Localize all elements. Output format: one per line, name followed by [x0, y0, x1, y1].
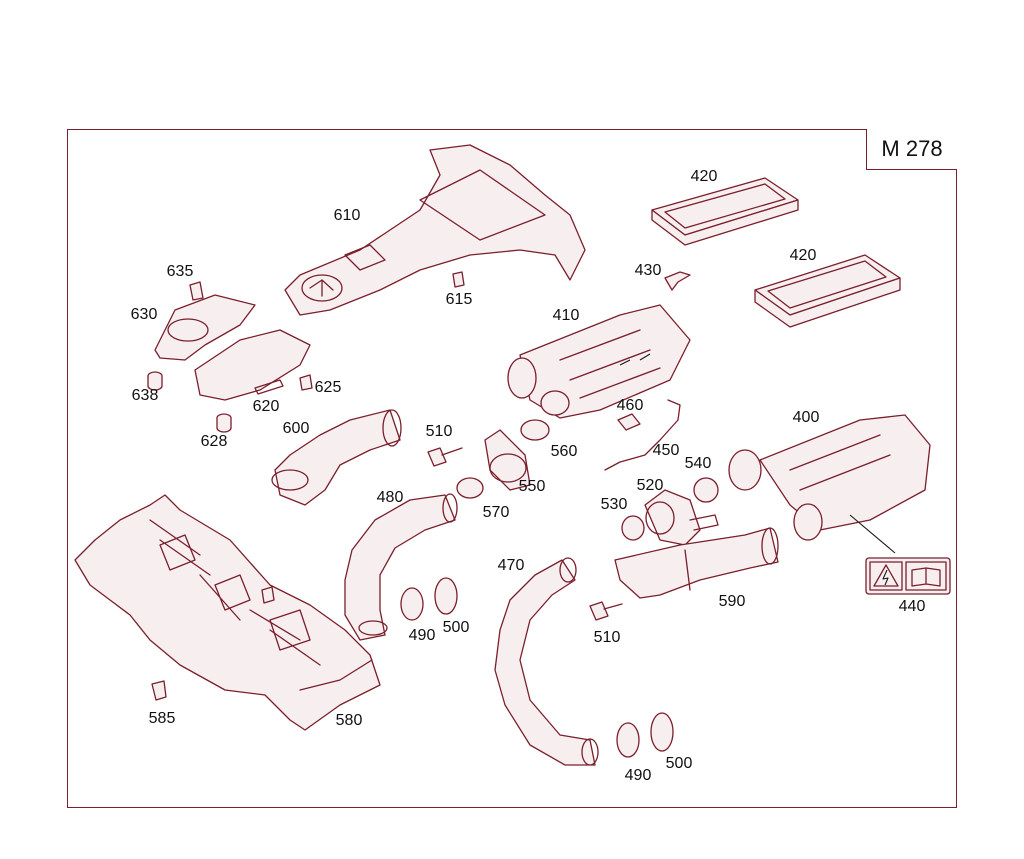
label-490-upper: 490: [408, 627, 436, 644]
label-470: 470: [497, 557, 525, 574]
part-585-clip: [151, 680, 167, 701]
label-530: 530: [600, 496, 628, 513]
part-410-filter-housing: [507, 304, 691, 419]
label-610: 610: [333, 207, 361, 224]
label-625: 625: [314, 379, 342, 396]
label-560: 560: [550, 443, 578, 460]
label-400: 400: [792, 409, 820, 426]
part-615-clip: [452, 271, 465, 288]
part-580-clip: [261, 586, 275, 604]
part-450-harness: [604, 399, 681, 471]
label-638: 638: [131, 387, 159, 404]
label-600: 600: [282, 420, 310, 437]
label-500-upper: 500: [442, 619, 470, 636]
part-400-filter-housing: [728, 414, 931, 541]
label-540: 540: [684, 455, 712, 472]
part-570-clamp: [456, 477, 484, 499]
label-440: 440: [898, 598, 926, 615]
part-460-connector: [617, 413, 641, 431]
part-510-bolt-lower: [589, 601, 623, 621]
label-615: 615: [445, 291, 473, 308]
label-420-lower: 420: [789, 247, 817, 264]
part-600-intake-duct: [271, 409, 402, 506]
label-490-lower: 490: [624, 767, 652, 784]
label-570: 570: [482, 504, 510, 521]
part-560-seal: [520, 419, 550, 441]
label-635: 635: [166, 263, 194, 280]
model-designation: M 278: [866, 129, 957, 170]
part-630-bracket: [154, 294, 256, 361]
part-628-grommet: [216, 413, 232, 433]
part-470-hose: [494, 557, 599, 766]
part-635-clip: [189, 281, 204, 301]
label-630: 630: [130, 306, 158, 323]
part-480-hose: [344, 493, 458, 641]
electrical-warning-icon-bolt: [882, 569, 889, 586]
part-510-bolt-upper: [427, 447, 463, 467]
part-440-warning-label: [865, 557, 951, 595]
part-550-mass-airflow-sensor: [484, 429, 531, 491]
part-580-lower-cover: [74, 494, 381, 731]
label-590: 590: [718, 593, 746, 610]
label-480: 480: [376, 489, 404, 506]
part-520-mass-airflow-sensor: [644, 489, 719, 546]
part-540-clamp: [693, 477, 719, 503]
part-500-clamp-lower: [650, 712, 674, 752]
label-450: 450: [652, 442, 680, 459]
label-550: 550: [518, 478, 546, 495]
part-420-filter-upper: [651, 177, 799, 246]
manual-wrench-icon: [911, 567, 941, 587]
label-510-lower: 510: [593, 629, 621, 646]
part-620-cover: [194, 329, 311, 401]
part-625-clip: [299, 374, 313, 391]
diagram-frame: [67, 129, 957, 808]
part-420-filter-lower: [754, 254, 901, 328]
part-638-grommet: [147, 371, 163, 391]
label-580: 580: [335, 712, 363, 729]
part-530-clamp: [621, 515, 645, 541]
label-520: 520: [636, 477, 664, 494]
part-610-engine-cover: [284, 144, 586, 316]
label-410: 410: [552, 307, 580, 324]
label-500-lower: 500: [665, 755, 693, 772]
leader-440: [849, 514, 896, 554]
part-430-sensor: [664, 271, 691, 291]
label-420-upper: 420: [690, 168, 718, 185]
part-590-duct: [614, 527, 779, 599]
label-430: 430: [634, 262, 662, 279]
part-490-clamp-lower: [616, 722, 640, 758]
label-628: 628: [200, 433, 228, 450]
label-460: 460: [616, 397, 644, 414]
electrical-warning-icon: [873, 564, 899, 587]
part-500-clamp-upper: [434, 577, 458, 615]
label-620: 620: [252, 398, 280, 415]
label-510-upper: 510: [425, 423, 453, 440]
part-490-clamp-upper: [400, 587, 424, 621]
label-585: 585: [148, 710, 176, 727]
